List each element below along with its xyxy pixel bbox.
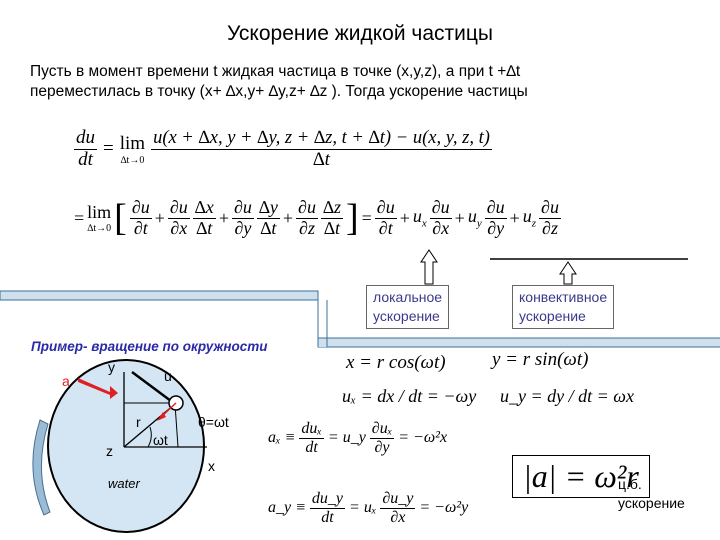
ay-d1: dt	[321, 508, 334, 526]
f2-uz-sub: z	[531, 217, 537, 230]
f2-t2-den: ∂x	[170, 217, 188, 238]
ay-n2: ∂u_y	[380, 490, 416, 509]
ax-lhs: aₓ ≡	[268, 429, 296, 447]
convective-label-line1: конвективное	[519, 289, 608, 305]
centripetal-line2: ускорение	[618, 495, 685, 511]
label-r: r	[136, 414, 141, 430]
formula1-numerator: u(x + ∆x, y + ∆y, z + ∆z, t + ∆t) − u(x,…	[151, 128, 492, 150]
rotation-direction-arrow-icon	[32, 419, 51, 516]
formula1-lim: lim	[119, 132, 146, 154]
formula2-lim-sub: ∆t→0	[87, 223, 112, 234]
ay-lhs: a_y ≡	[268, 499, 306, 517]
formula1-denominator: ∆t	[313, 148, 330, 170]
label-y: y	[108, 359, 115, 375]
f2-t1-den: ∂t	[133, 217, 148, 238]
convective-arrow-icon	[559, 261, 577, 285]
ax-n2: ∂uₓ	[369, 420, 395, 439]
formula1-lhs-num: du	[74, 127, 97, 150]
f2-t3-num: ∂u	[231, 196, 254, 219]
f2-t4b-num: ∆z	[320, 196, 343, 219]
label-a: a	[62, 373, 70, 389]
label-u: u	[164, 368, 172, 384]
intro-text: Пусть в момент времени t жидкая частица …	[30, 62, 528, 102]
f2-t3b-num: ∆y	[256, 196, 280, 219]
formula2-lim: lim	[87, 202, 112, 222]
f2-r3-den: ∂y	[487, 217, 505, 238]
f2-uz: u	[522, 206, 532, 227]
f2-t2-num: ∂u	[167, 196, 190, 219]
f2-t1-num: ∂u	[129, 196, 152, 219]
local-arrow-icon	[420, 249, 438, 285]
f2-r4-num: ∂u	[539, 196, 561, 219]
f2-ux-sub: x	[421, 217, 427, 230]
velocity-vector	[131, 370, 176, 406]
ax-mid: = u_y	[327, 429, 366, 447]
f2-r3-num: ∂u	[484, 196, 507, 219]
f2-t2b-den: ∆t	[196, 217, 213, 238]
formula1-lim-sub: ∆t→0	[120, 154, 145, 166]
label-z: z	[106, 443, 113, 459]
ax-rhs: = −ω²x	[398, 429, 448, 447]
eq-uy: u_y = dy / dt = ωx	[500, 386, 634, 406]
example-title: Пример- вращение по окружности	[31, 339, 268, 354]
local-acceleration-label: локальное ускорение	[366, 285, 450, 329]
label-water: water	[108, 476, 140, 491]
ay-d2: ∂x	[390, 508, 406, 526]
f2-r2-den: ∂x	[432, 217, 450, 238]
a-pointer-icon	[78, 378, 118, 399]
intro-line-1: Пусть в момент времени t жидкая частица …	[30, 63, 521, 80]
ay-mid: = uₓ	[349, 499, 377, 517]
ax-n1: duₓ	[299, 420, 324, 439]
f2-r4-den: ∂z	[542, 217, 558, 238]
label-theta: θ=ωt	[198, 414, 229, 430]
slide-title: Ускорение жидкой частицы	[226, 22, 494, 45]
f2-t4-den: ∂z	[299, 217, 315, 238]
formula1-equals: =	[103, 138, 114, 160]
f2-r1-den: ∂t	[378, 217, 393, 238]
f2-uy-sub: y	[476, 217, 482, 230]
convective-label-line2: ускорение	[519, 308, 586, 324]
f2-t2b-num: ∆x	[192, 196, 216, 219]
ay-n1: du_y	[309, 490, 346, 509]
f2-t4-num: ∂u	[296, 196, 318, 219]
formula-expanded: = lim ∆t→0 [ ∂u∂t + ∂u∂x ∆x∆t + ∂u∂y ∆y∆…	[74, 196, 561, 239]
label-omega-t: ωt	[153, 432, 168, 448]
f2-r1-num: ∂u	[374, 196, 397, 219]
local-label-line2: ускорение	[373, 308, 440, 324]
eq-ux: uₓ = dx / dt = −ωy	[342, 386, 477, 406]
pipe-band-left	[0, 290, 319, 301]
ax-d1: dt	[305, 438, 318, 456]
centripetal-line1: ц.б.	[618, 476, 642, 492]
convective-acceleration-label: конвективное ускорение	[512, 285, 615, 329]
eq-x: x = r cos(ωt)	[346, 352, 446, 373]
f2-uy: u	[467, 206, 477, 227]
f2-t4b-den: ∆t	[323, 217, 340, 238]
f2-ux: u	[412, 206, 422, 227]
local-label-line1: локальное	[373, 289, 443, 305]
intro-line-2: переместилась в точку (x+ ∆x,y+ ∆y,z+ ∆z…	[30, 83, 528, 100]
f2-t3b-den: ∆t	[260, 217, 277, 238]
ay-rhs: = −ω²y	[419, 499, 469, 517]
f2-r2-num: ∂u	[429, 196, 452, 219]
label-x: x	[208, 458, 215, 474]
centripetal-result: |a| = ω²r	[512, 455, 650, 498]
pipe-band-fill-right	[318, 338, 720, 347]
f2-t3-den: ∂y	[234, 217, 252, 238]
eq-y: y = r sin(ωt)	[492, 349, 589, 370]
formula1-lhs-den: dt	[78, 148, 93, 170]
centripetal-label: ц.б. ускорение	[618, 475, 685, 513]
ax-d2: ∂y	[374, 438, 390, 456]
